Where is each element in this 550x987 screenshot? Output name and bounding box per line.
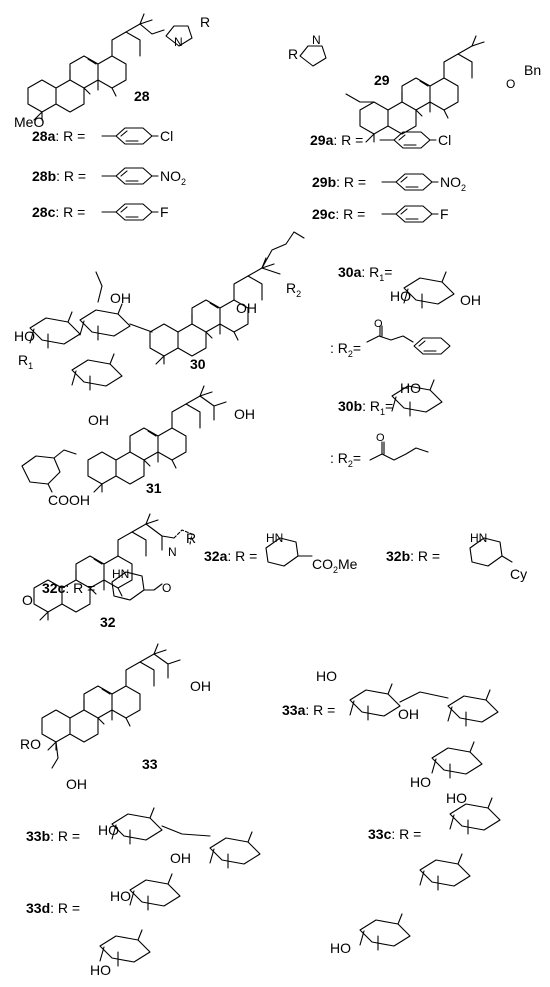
label-30b: 30b: R1= — [338, 398, 394, 417]
atom-ho-33c-b: HO — [330, 940, 351, 956]
label-30b-r2: : R2= — [330, 450, 362, 469]
label-29a: 29a: R = — [310, 132, 364, 148]
atom-ho-30b: HO — [400, 380, 421, 396]
atom-oh-33: OH — [66, 776, 87, 792]
atom-ho-33a-b: HO — [410, 774, 431, 790]
atom-hn-32b: HN — [470, 531, 488, 545]
label-29c: 29c: R = — [312, 206, 366, 222]
atom-ro-33: RO — [20, 736, 41, 752]
atom-ho-30: HO — [14, 328, 35, 344]
structure-30 — [149, 231, 305, 365]
phenyl-29b — [381, 173, 439, 191]
atom-oh-31: OH — [234, 406, 255, 422]
atom-ho-33d: HO — [110, 888, 131, 904]
label-28b: 28b: R = — [32, 168, 87, 184]
label-33: 33 — [142, 756, 158, 772]
atom-ho-30a: HO — [390, 288, 411, 304]
atom-oh-30-b: OH — [88, 412, 109, 428]
atom-oh-30a: OH — [460, 292, 481, 308]
piperidine-32a — [265, 537, 313, 567]
atom-oh-33a: OH — [398, 706, 419, 722]
subst-cl-29a: Cl — [438, 132, 452, 148]
subst-f-28c: F — [160, 204, 169, 220]
atom-n-32: N — [168, 545, 177, 559]
atom-r2-30: R2 — [286, 280, 302, 299]
atom-hn-32a: HN — [266, 531, 284, 545]
subst-f-29c: F — [440, 206, 449, 222]
sugars-33c — [359, 797, 501, 951]
atom-oh-33b: OH — [170, 850, 191, 866]
atom-cooh-31: COOH — [48, 492, 90, 508]
phenyl-29c — [381, 205, 439, 223]
atom-cy-32b: Cy — [510, 566, 528, 582]
phenyl-29a — [379, 131, 437, 149]
phenyl-28a — [101, 127, 159, 145]
atom-ho-33c: HO — [446, 790, 467, 806]
sugars-30 — [29, 271, 153, 391]
phenyl-28c — [101, 203, 159, 221]
label-33d: 33d: R = — [26, 900, 81, 916]
structure-29 — [299, 35, 485, 143]
label-33b: 33b: R = — [26, 828, 81, 844]
sugars-33b — [111, 807, 261, 869]
label-29: 29 — [374, 72, 390, 88]
label-31: 31 — [146, 480, 162, 496]
atom-r-29: R — [288, 46, 299, 62]
cinnamoyl-30a — [366, 325, 451, 355]
atom-o-32: O — [22, 592, 33, 608]
label-28a: 28a: R = — [32, 128, 86, 144]
atom-oh-30-acid: OH — [110, 290, 131, 306]
label-33c: 33c: R = — [368, 826, 422, 842]
atom-o-29: O — [506, 77, 516, 91]
label-28c: 28c: R = — [32, 204, 86, 220]
atom-o-30b: O — [376, 432, 385, 444]
label-29b: 29b: R = — [312, 174, 367, 190]
atom-ho-33d-b: HO — [90, 962, 111, 978]
label-32: 32 — [100, 614, 116, 630]
piperazine-32b — [469, 537, 513, 567]
atom-oh-30: OH — [236, 300, 257, 316]
label-30: 30 — [190, 356, 206, 372]
sugar-30a — [403, 271, 455, 309]
label-32a: 32a: R = — [204, 548, 258, 564]
phenyl-28b — [101, 167, 159, 185]
atom-meo: MeO — [14, 114, 45, 130]
atom-r-32: R — [186, 530, 197, 546]
label-33a: 33a: R = — [282, 702, 336, 718]
acyl-30b — [369, 441, 429, 461]
subst-no2-28b: NO2 — [160, 168, 187, 187]
atom-ho-33a: HO — [316, 668, 337, 684]
atom-o-30a: O — [374, 318, 383, 330]
atom-n-29: N — [312, 33, 321, 47]
structure-33 — [41, 643, 181, 769]
atom-r1-30: R1 — [18, 352, 34, 371]
atom-o-32c: O — [162, 581, 172, 595]
phthaloyl-31 — [21, 449, 77, 493]
label-32b: 32b: R = — [386, 548, 441, 564]
atom-hn-32c: HN — [112, 567, 130, 581]
atom-ho-33b: HO — [98, 822, 119, 838]
label-30a: 30a: R1= — [338, 264, 393, 283]
sugars-33a — [349, 683, 499, 779]
subst-no2-29b: NO2 — [440, 174, 467, 193]
atom-n-28: N — [174, 35, 183, 49]
piperazine-32c — [111, 571, 163, 601]
atom-oh-33-acid: OH — [190, 678, 211, 694]
subst-cl-28a: Cl — [160, 128, 174, 144]
structure-31 — [87, 385, 227, 493]
structure-28 — [27, 13, 193, 121]
atom-co2me-32a: CO2Me — [312, 556, 358, 575]
atom-r-28: R — [200, 14, 211, 30]
label-30a-r2: : R2= — [330, 340, 362, 359]
structure-32 — [33, 513, 193, 621]
label-28: 28 — [134, 88, 150, 104]
atom-bn: Bn — [524, 62, 542, 78]
label-32c: 32c: R = — [42, 580, 96, 596]
